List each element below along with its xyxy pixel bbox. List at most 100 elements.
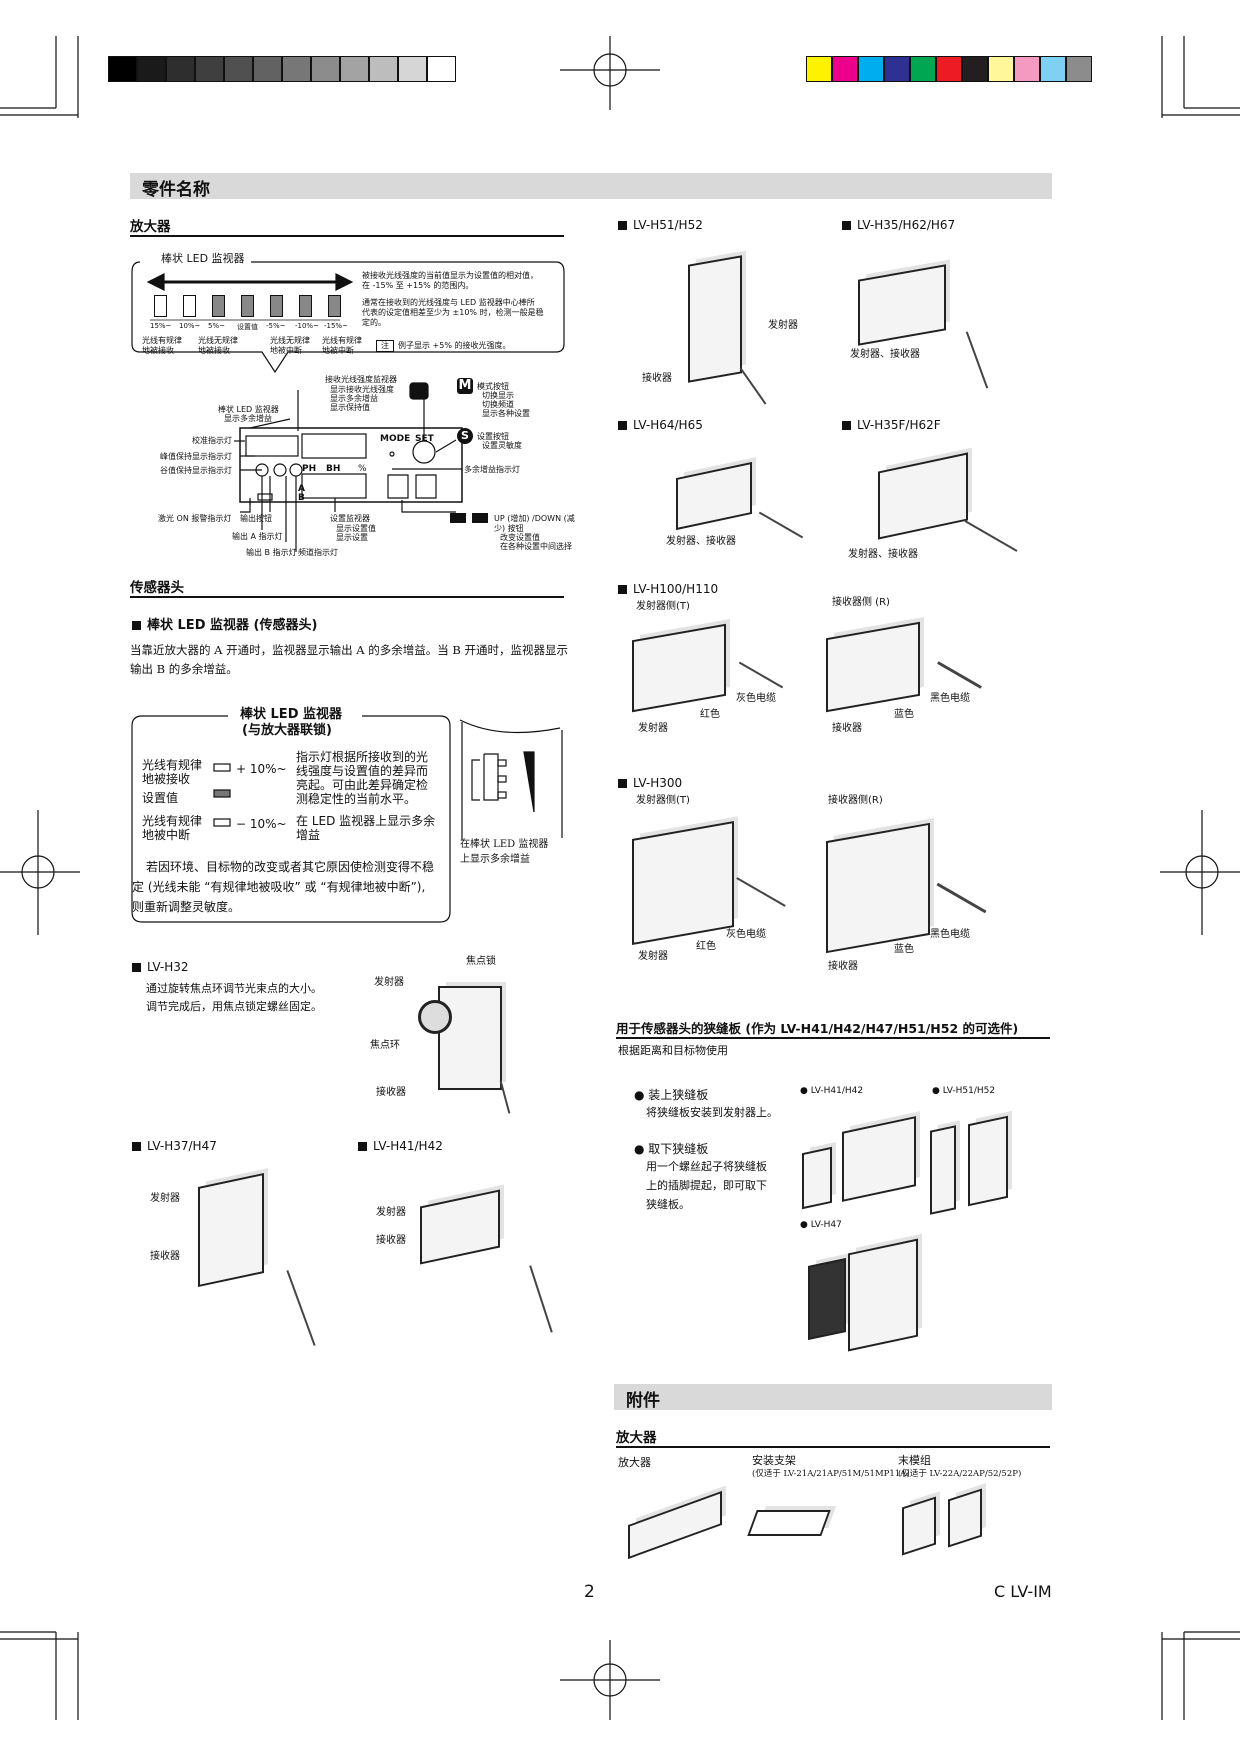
- lvh300-emitter: 发射器: [638, 951, 668, 962]
- bullet-square-icon: [358, 1142, 367, 1151]
- slit-model-3-text: LV-H47: [810, 1220, 842, 1230]
- lvh100-black-cable-label: 黑色电缆: [930, 693, 970, 704]
- acc-bracket-icon: [747, 1510, 831, 1536]
- label-int-irregular-2: 地被中断: [270, 346, 302, 355]
- sensor-box-title-1: 棒状 LED 监视器: [240, 707, 343, 722]
- bullet-square-icon: [132, 1142, 141, 1151]
- slit-remove-title: ● 取下狭缝板: [634, 1142, 709, 1156]
- page-number: 2: [584, 1582, 595, 1602]
- lvh32-desc-1: 通过旋转焦点环调节光束点的大小。: [146, 982, 322, 995]
- side-note-1: 在棒状 LED 监视器: [460, 839, 549, 850]
- a-label: A: [298, 484, 305, 494]
- lvh32-receiver: 接收器: [376, 1087, 406, 1098]
- lvh300-model-text: LV-H300: [633, 776, 683, 790]
- bar-led-segment: [154, 295, 167, 317]
- color-swatch: [910, 56, 936, 82]
- row3-label-2: 地被中断: [142, 828, 191, 842]
- color-swatch: [962, 56, 988, 82]
- color-swatch: [1014, 56, 1040, 82]
- lvh100-t-side: 发射器侧(T): [636, 601, 690, 612]
- lvh51-model: LV-H51/H52: [618, 218, 703, 232]
- set-monitor-sub-1: 显示设置值: [336, 524, 376, 533]
- note-badge: 注: [376, 340, 394, 352]
- sensor-desc-1: 当靠近放大器的 A 开通时，监视器显示输出 A 的多余增益。当 B 开通时，监视…: [130, 643, 568, 657]
- row3-label-1: 光线有规律: [142, 814, 203, 828]
- lvh51-sensor-body: [688, 255, 742, 383]
- right-text-3: 亮起。可由此差异确定检: [296, 778, 429, 792]
- lvh32-focus-lock: 焦点锁: [466, 956, 496, 967]
- bar-led-segment: [183, 295, 196, 317]
- bar-desc-line-4: 代表的设定值相差至少为 ±10% 时，检测一般是稳: [362, 308, 544, 317]
- row1-value: + 10%~: [236, 762, 287, 776]
- set-key[interactable]: SET: [415, 434, 434, 444]
- slit-plate-1: [802, 1146, 832, 1210]
- color-swatch: [282, 56, 311, 82]
- slit-plate-2: [930, 1125, 956, 1215]
- lvh32-desc-2: 调节完成后，用焦点锁定螺丝固定。: [146, 1000, 322, 1013]
- slit-heading: 用于传感器头的狭缝板 (作为 LV-H41/H42/H47/H51/H52 的可…: [616, 1018, 1050, 1039]
- row1-label-1: 光线有规律: [142, 758, 203, 772]
- up-key-icon: [450, 513, 466, 523]
- recv-monitor-sub-2: 显示多余增益: [330, 394, 378, 403]
- bar-led-segment: [270, 295, 283, 317]
- bar-desc-line-2: 在 -15% 至 +15% 的范围内。: [362, 281, 474, 290]
- lvh64-both: 发射器、接收器: [666, 536, 736, 547]
- lvh300-blue: 蓝色: [894, 944, 914, 955]
- color-swatch: [253, 56, 282, 82]
- label-int-irregular-1: 光线无规律: [270, 336, 310, 345]
- bottom-led-label: 谷值保持显示指示灯: [160, 466, 232, 475]
- accessories-title: 附件: [626, 1391, 660, 1411]
- lvh300-emitter-body: [632, 821, 734, 945]
- color-swatch: [427, 56, 456, 82]
- down-key-icon: [472, 513, 488, 523]
- slit-sensor-2: [968, 1115, 1008, 1207]
- row1-label-2: 地被接收: [142, 772, 191, 786]
- lvh41-receiver: 接收器: [376, 1235, 406, 1246]
- mode-sub-2: 切换频道: [482, 400, 514, 409]
- footer-text-3: 则重新调整灵敏度。: [132, 900, 241, 914]
- set-monitor-label: 设置监视器: [330, 514, 370, 523]
- right-text-4: 测稳定性的当前水平。: [296, 792, 417, 806]
- color-swatch: [311, 56, 340, 82]
- bar-led-label: 棒状 LED 监视器: [218, 405, 279, 414]
- row3-value: − 10%~: [236, 817, 287, 831]
- lvh100-emitter: 发射器: [638, 723, 668, 734]
- updown-label-2: 少) 按钮: [494, 524, 524, 533]
- laser-led-label: 激光 ON 报警指示灯: [158, 514, 232, 523]
- color-swatch: [832, 56, 858, 82]
- output-a-label: 输出 A 指示灯: [232, 532, 283, 541]
- acc-col2: 安装支架: [752, 1454, 796, 1467]
- slit-model-2-text: LV-H51/H52: [942, 1086, 996, 1096]
- lvh37-receiver: 接收器: [150, 1251, 180, 1262]
- lvh37-model: LV-H37/H47: [132, 1139, 217, 1153]
- updown-label-1: UP (增加) /DOWN (减: [494, 514, 575, 523]
- slit-remove-title-text: 取下狭缝板: [648, 1142, 709, 1156]
- lvh300-red: 红色: [696, 941, 716, 952]
- recv-monitor-sub-1: 显示接收光线强度: [330, 385, 394, 394]
- color-swatch: [858, 56, 884, 82]
- bar-scale-label: -15%~: [324, 322, 348, 330]
- lvh64-model: LV-H64/H65: [618, 418, 703, 432]
- lvh41-model: LV-H41/H42: [358, 1139, 443, 1153]
- calib-led-label: 校准指示灯: [192, 436, 232, 445]
- recv-monitor-label: 接收光线强度监视器: [325, 375, 397, 384]
- color-swatch: [884, 56, 910, 82]
- b-label: B: [298, 493, 305, 503]
- lvh35f-model-text: LV-H35F/H62F: [857, 418, 941, 432]
- footer-text-1: 若因环境、目标物的改变或者其它原因使检测变得不稳: [146, 860, 435, 874]
- lvh100-receiver: 接收器: [832, 723, 862, 734]
- mode-key[interactable]: MODE: [380, 434, 411, 444]
- color-swatch: [806, 56, 832, 82]
- acc-col2-sub: (仅适于 LV-21A/21AP/51M/51MP11A): [752, 1469, 910, 1479]
- sensor-bar-monitor-subheading: 棒状 LED 监视器 (传感器头): [132, 614, 317, 633]
- lvh100-r-side: 接收器侧 (R): [832, 597, 890, 608]
- bullet-square-icon: [618, 421, 627, 430]
- sensor-head-heading: 传感器头: [130, 576, 564, 598]
- set-button-sub: 设置灵敏度: [482, 441, 522, 450]
- lvh37-model-text: LV-H37/H47: [147, 1139, 217, 1153]
- slit-sensor-3: [848, 1238, 918, 1352]
- sensor-bar-monitor-subheading-text: 棒状 LED 监视器 (传感器头): [147, 618, 318, 633]
- lvh300-black-cable-label: 黑色电缆: [930, 929, 970, 940]
- ph-label: PH: [302, 464, 317, 474]
